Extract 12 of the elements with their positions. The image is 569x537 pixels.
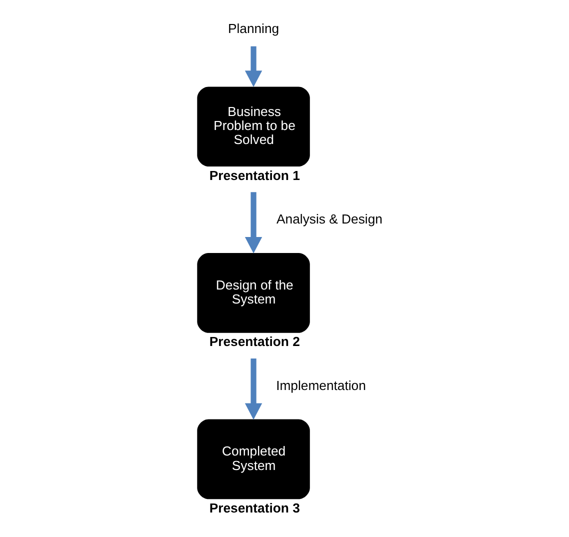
edge-label: Implementation — [276, 378, 366, 393]
node-label: Presentation 2 — [208, 334, 300, 350]
node-label: Presentation 3 — [208, 500, 300, 516]
node-label: Presentation 1 — [208, 168, 300, 183]
arrow — [244, 358, 262, 420]
node-box: Completed System — [196, 419, 310, 500]
node-box: Business Problem to be Solved — [196, 86, 310, 167]
node-text: Planning — [227, 20, 279, 36]
arrow — [244, 192, 262, 254]
edge-label: Analysis & Design — [276, 212, 382, 227]
node-box: Design of the System — [196, 253, 310, 333]
arrow — [244, 46, 262, 88]
